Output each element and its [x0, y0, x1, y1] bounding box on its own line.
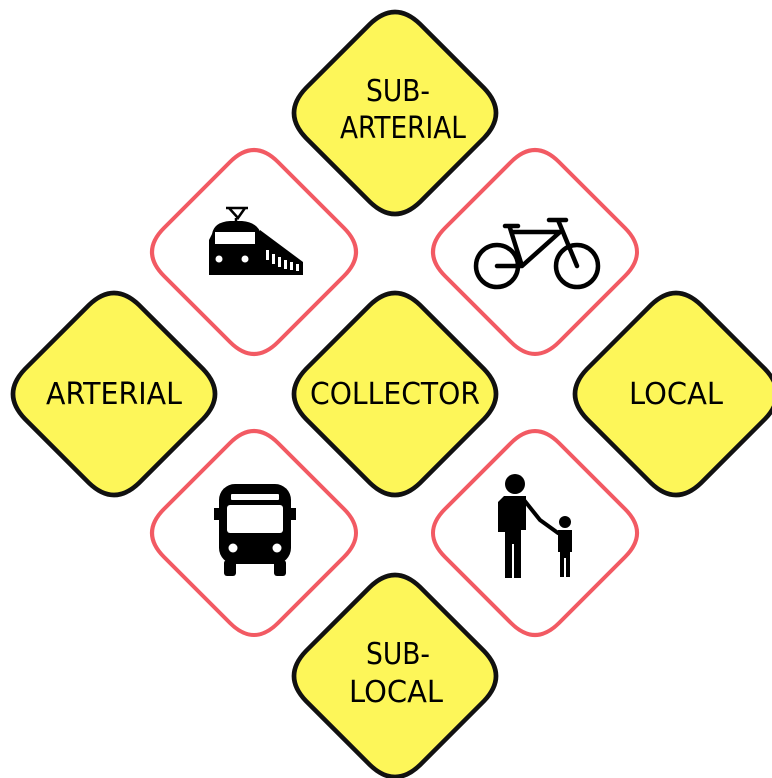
sub-arterial-line1: SUB- — [366, 74, 430, 109]
collector-sign: COLLECTOR — [291, 290, 499, 498]
arterial-sign: ARTERIAL — [10, 290, 218, 498]
sub-local-line1: SUB- — [366, 637, 430, 672]
sub-local-line2: LOCAL — [349, 675, 443, 710]
bicycle-icon — [473, 217, 601, 290]
bus-diamond — [150, 429, 358, 637]
arterial-label: ARTERIAL — [46, 377, 182, 412]
sub-arterial-line2: ARTERIAL — [340, 111, 466, 146]
local-sign: LOCAL — [572, 290, 772, 498]
pedestrian-icon — [498, 474, 572, 578]
local-label: LOCAL — [629, 377, 723, 412]
bicycle-diamond — [431, 148, 639, 356]
train-diamond — [150, 148, 358, 356]
pedestrian-diamond — [431, 429, 639, 637]
train-icon — [209, 206, 303, 275]
sub-local-sign: SUB- LOCAL — [291, 572, 499, 778]
collector-label: COLLECTOR — [310, 377, 480, 412]
bus-icon — [214, 484, 296, 576]
sub-arterial-sign: SUB- ARTERIAL — [291, 9, 499, 217]
